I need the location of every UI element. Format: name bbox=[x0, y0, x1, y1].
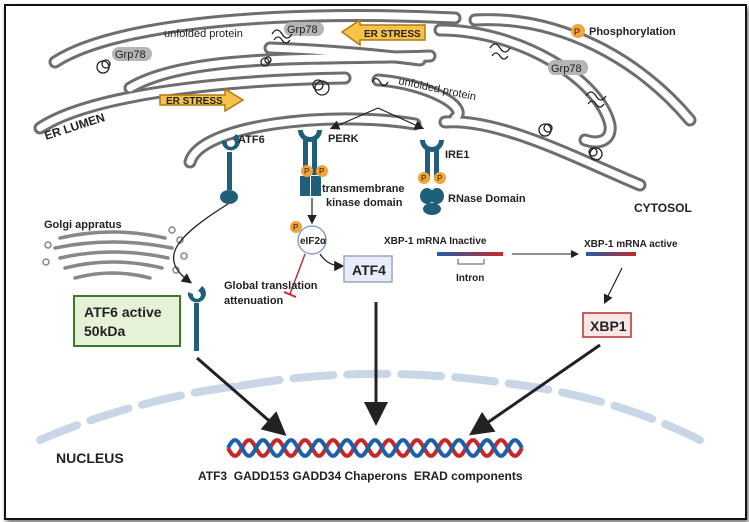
cytosol-label: CYTOSOL bbox=[634, 201, 692, 215]
svg-text:Grp78: Grp78 bbox=[551, 63, 582, 75]
svg-text:Intron: Intron bbox=[456, 273, 484, 284]
svg-text:Phosphorylation: Phosphorylation bbox=[589, 26, 676, 38]
svg-text:XBP-1 mRNA Inactive: XBP-1 mRNA Inactive bbox=[384, 236, 487, 247]
grp78-badge-2: Grp78 bbox=[284, 22, 324, 36]
svg-text:Grp78: Grp78 bbox=[287, 24, 318, 36]
grp78-badge-3: Grp78 bbox=[548, 60, 588, 75]
nuclear-envelope bbox=[36, 369, 704, 444]
xbp1-mrna-active: XBP-1 mRNA active bbox=[584, 239, 678, 256]
svg-text:Grp78: Grp78 bbox=[115, 49, 146, 61]
svg-text:50kDa: 50kDa bbox=[84, 323, 125, 339]
svg-text:ER STRESS: ER STRESS bbox=[364, 29, 421, 40]
global-translation-label-2: attenuation bbox=[224, 295, 284, 307]
eif2a-node: P eIF2α bbox=[290, 221, 327, 255]
svg-text:P: P bbox=[304, 167, 309, 176]
svg-text:P: P bbox=[293, 223, 298, 232]
inhibition-bar bbox=[283, 291, 297, 298]
atf4-box: ATF4 bbox=[343, 255, 393, 283]
nuclear-import-arrows bbox=[196, 302, 601, 436]
atf6-receptor: ATF6 bbox=[220, 134, 265, 204]
svg-text:ATF6: ATF6 bbox=[238, 134, 265, 146]
svg-text:eIF2α: eIF2α bbox=[300, 236, 327, 247]
svg-text:XBP1: XBP1 bbox=[590, 318, 627, 334]
svg-text:IRE1: IRE1 bbox=[445, 149, 469, 161]
phosphorylation-legend: P Phosphorylation bbox=[571, 24, 676, 38]
golgi-apparatus: Golgi appratus bbox=[42, 219, 188, 280]
atf6-to-golgi-arrow bbox=[172, 203, 229, 284]
svg-text:P: P bbox=[421, 174, 426, 183]
xbp1-translation-arrow bbox=[603, 267, 623, 305]
atf6-cleaved bbox=[187, 286, 206, 351]
svg-text:ATF4: ATF4 bbox=[352, 262, 386, 278]
global-translation-label-1: Global translation bbox=[224, 280, 318, 292]
xbp1-mrna-inactive: XBP-1 mRNA Inactive Intron bbox=[384, 236, 503, 284]
dna-helix bbox=[226, 438, 524, 458]
er-stress-arrow-top: ER STRESS bbox=[340, 18, 426, 47]
svg-text:P: P bbox=[319, 167, 324, 176]
activation-arrows bbox=[307, 107, 425, 225]
svg-text:kinase domain: kinase domain bbox=[326, 197, 403, 209]
svg-text:Golgi appratus: Golgi appratus bbox=[44, 219, 122, 231]
eif2a-to-atf4-arrow bbox=[319, 253, 345, 272]
xbp1-box: XBP1 bbox=[582, 312, 632, 338]
svg-text:P: P bbox=[437, 174, 442, 183]
unfolded-protein-icons bbox=[96, 29, 607, 161]
svg-text:XBP-1 mRNA active: XBP-1 mRNA active bbox=[584, 239, 678, 250]
svg-text:ATF6 active: ATF6 active bbox=[84, 304, 162, 320]
svg-text:P: P bbox=[574, 27, 580, 37]
ire1-receptor: P P IRE1 RNase Domain bbox=[418, 140, 526, 215]
unfolded-protein-label-top: unfolded protein bbox=[164, 28, 243, 40]
svg-text:ER STRESS: ER STRESS bbox=[166, 96, 223, 107]
er-stress-arrow-mid: ER STRESS bbox=[159, 87, 245, 113]
grp78-badge-1: Grp78 bbox=[112, 47, 152, 61]
atf6-active-box: ATF6 active 50kDa bbox=[73, 295, 181, 347]
perk-receptor: P P PERK transmembrane kinase domain bbox=[298, 130, 405, 209]
target-genes-label: ATF3 GADD153 GADD34 Chaperons ERAD compo… bbox=[198, 469, 523, 483]
svg-text:transmembrane: transmembrane bbox=[322, 183, 405, 195]
svg-text:PERK: PERK bbox=[328, 133, 359, 145]
inhibition-line bbox=[289, 253, 306, 295]
nucleus-label: NUCLEUS bbox=[56, 450, 124, 466]
svg-text:RNase Domain: RNase Domain bbox=[448, 193, 526, 205]
